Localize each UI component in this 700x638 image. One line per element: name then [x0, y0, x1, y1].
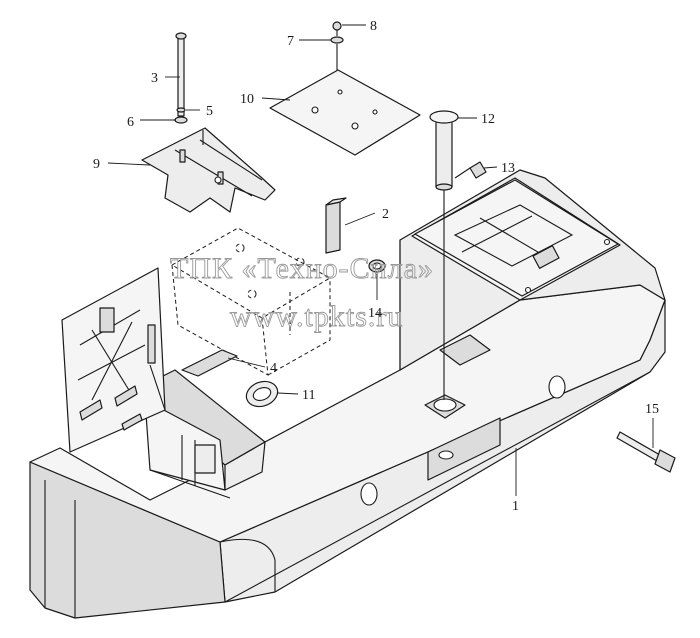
callout-15: 15: [645, 402, 659, 417]
part-15-bolt: [616, 431, 676, 473]
callout-5: 5: [206, 104, 213, 119]
part-10-plate: [269, 69, 421, 156]
callout-13: 13: [501, 161, 515, 176]
callout-9: 9: [93, 157, 100, 172]
callout-11: 11: [302, 388, 315, 403]
rear-tank: [399, 169, 666, 371]
leader-lines: [107, 24, 654, 496]
part-12-filler-tube: [429, 110, 459, 400]
callout-labels: 1 2 3 4 5 6 7 8 9 10 11 12 13 14 15: [93, 19, 659, 514]
part-9-holder: [141, 127, 276, 213]
watermark-website: www.tpkts.ru: [230, 300, 403, 333]
part-7-8-hardware: [330, 21, 344, 70]
watermark-company: ТПК «Техно-Сила»: [170, 252, 434, 285]
callout-8: 8: [370, 19, 377, 34]
callout-3: 3: [151, 71, 158, 86]
part-14-nut: [368, 259, 386, 273]
callout-7: 7: [287, 34, 294, 49]
part-4-pad: [181, 349, 238, 377]
callout-10: 10: [240, 92, 254, 107]
callout-1: 1: [512, 499, 519, 514]
callout-2: 2: [382, 207, 389, 222]
callout-12: 12: [481, 112, 495, 127]
callout-4: 4: [270, 361, 277, 376]
callout-6: 6: [127, 115, 134, 130]
part-13-clip: [454, 161, 487, 179]
part-11-grommet: [245, 380, 279, 408]
battery-compartment: [134, 369, 266, 499]
housing-front-features: [360, 375, 566, 506]
part-2-block: [325, 197, 347, 254]
callout-14: 14: [368, 306, 382, 321]
hinged-lid: [61, 267, 166, 453]
battery-outline: [170, 227, 332, 376]
part-3-bolt: [174, 32, 188, 124]
